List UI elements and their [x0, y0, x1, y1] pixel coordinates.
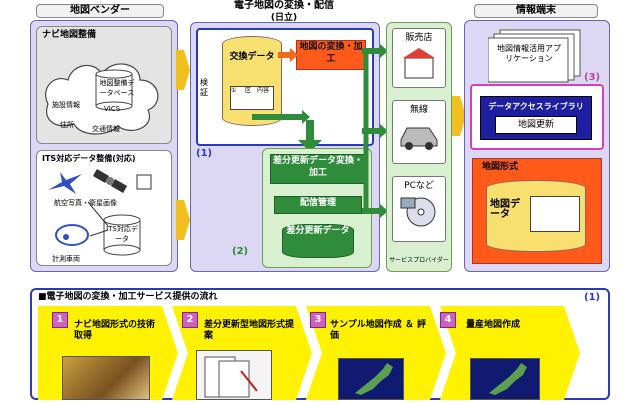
vendor-header: 地図ベンダー — [36, 4, 164, 18]
library-label: データアクセスライブラリ — [488, 102, 584, 111]
diff-data-box: 差分更新データ — [282, 224, 354, 258]
provider-footer: サービスプロバイダー — [389, 257, 449, 264]
diff-convert-box: 差分更新データ変換・加工 — [270, 154, 366, 184]
step-number: 3 — [310, 312, 326, 328]
pc-box: PCなど — [392, 176, 446, 242]
vehicle-label: 計測車両 — [52, 255, 80, 263]
pc-label: PCなど — [404, 181, 434, 191]
label-2: (2) — [232, 246, 249, 257]
address-label: 住所 — [60, 121, 74, 129]
diff-data-label: 差分更新データ — [286, 226, 350, 236]
dist-manage-label: 配信管理 — [299, 198, 336, 208]
center-to-provider-arrows — [362, 44, 388, 218]
provider-to-terminal-arrow — [452, 96, 466, 136]
step-number: 1 — [52, 312, 68, 328]
table-cell: 内容 — [257, 87, 270, 94]
step2-image — [196, 350, 272, 400]
step-number: 4 — [440, 312, 456, 328]
step4-image — [470, 358, 540, 400]
navi-cloud-icon — [45, 63, 159, 135]
wireless-box: 無線 — [392, 100, 446, 164]
exchange-db — [222, 36, 282, 126]
map-convert-box: 地図の変換・加工 — [296, 40, 366, 70]
label-3: (3) — [584, 72, 601, 83]
table-cell: ① — [231, 87, 237, 94]
step-text: サンプル地図作成 ＆ 評価 — [330, 320, 426, 341]
center-header-title: 電子地図の変換・配信 — [234, 0, 334, 11]
japan-map-icon — [355, 363, 393, 395]
map-convert-label: 地図の変換・加工 — [299, 42, 363, 64]
its-db-icon — [103, 214, 141, 256]
update-label: 地図更新 — [517, 120, 554, 130]
format-label: 地図形式 — [482, 162, 519, 172]
table-to-diff-arrow — [252, 110, 310, 124]
image-square-icon — [136, 174, 152, 190]
update-box: 地図更新 — [495, 116, 577, 134]
japan-map-icon — [489, 363, 527, 395]
exchange-table: ① 区内容 — [230, 86, 274, 110]
verify-label: 検証 — [200, 78, 208, 97]
plane-icon — [48, 172, 82, 194]
exchange-data-label: 交換データ — [229, 52, 275, 62]
cd-icon — [400, 197, 436, 227]
flow-label: (1) — [584, 292, 601, 303]
flow-title: ■電子地図の変換・加工サービス提供の流れ — [38, 292, 218, 302]
app-docs-icon — [488, 29, 581, 83]
map-data-label: 地図データ — [490, 199, 520, 220]
navi-db-label: 地図整備データベース — [99, 79, 135, 97]
shop-box: 販売店 — [392, 28, 446, 88]
center-header: 電子地図の変換・配信 (日立) — [196, 0, 372, 24]
navi-title: ナビ地図整備 — [42, 30, 97, 40]
library-box: データアクセスライブラリ 地図更新 — [480, 96, 592, 140]
its-data-label: ITS対応データ — [106, 225, 138, 243]
wireless-label: 無線 — [409, 105, 428, 115]
survey-label: 施設情報 — [52, 101, 80, 109]
step-text: 量産地図作成 — [466, 320, 521, 330]
car-icon — [400, 127, 438, 150]
map-data-table — [530, 196, 580, 232]
step1-image — [62, 356, 150, 400]
satellite-icon — [92, 169, 128, 193]
exchange-to-convert-arrow — [278, 48, 298, 62]
convert-to-diff-arrow — [298, 120, 322, 152]
shop-icon — [403, 48, 435, 79]
step-text: ナビ地図形式の技術取得 — [74, 320, 156, 341]
step-text: 差分更新型地図形式提案 — [204, 320, 295, 341]
step3-image — [338, 358, 404, 400]
vehicle-icon — [55, 224, 89, 246]
vendor-to-center-arrow — [176, 50, 190, 240]
proposal-doc-icon — [204, 356, 258, 398]
terminal-header: 情報端末 — [474, 4, 598, 18]
traffic-label: 交通情報 — [92, 125, 120, 133]
label-1: (1) — [196, 148, 213, 159]
vics-label: VICS — [104, 105, 121, 113]
step-number: 2 — [182, 312, 198, 328]
app-label: 地図情報活用アプリケーション — [497, 44, 561, 63]
vendor-arrows — [87, 201, 109, 237]
diff-convert-label: 差分更新データ変換・加工 — [272, 156, 363, 178]
its-title: ITS対応データ整備(対応) — [42, 154, 136, 163]
dist-manage-box: 配信管理 — [274, 196, 362, 214]
center-header-sub: (日立) — [270, 13, 298, 23]
aerial-label: 航空写真・衛星画像 — [54, 199, 117, 207]
shop-label: 販売店 — [405, 33, 433, 43]
table-cell: 区 — [245, 87, 252, 94]
